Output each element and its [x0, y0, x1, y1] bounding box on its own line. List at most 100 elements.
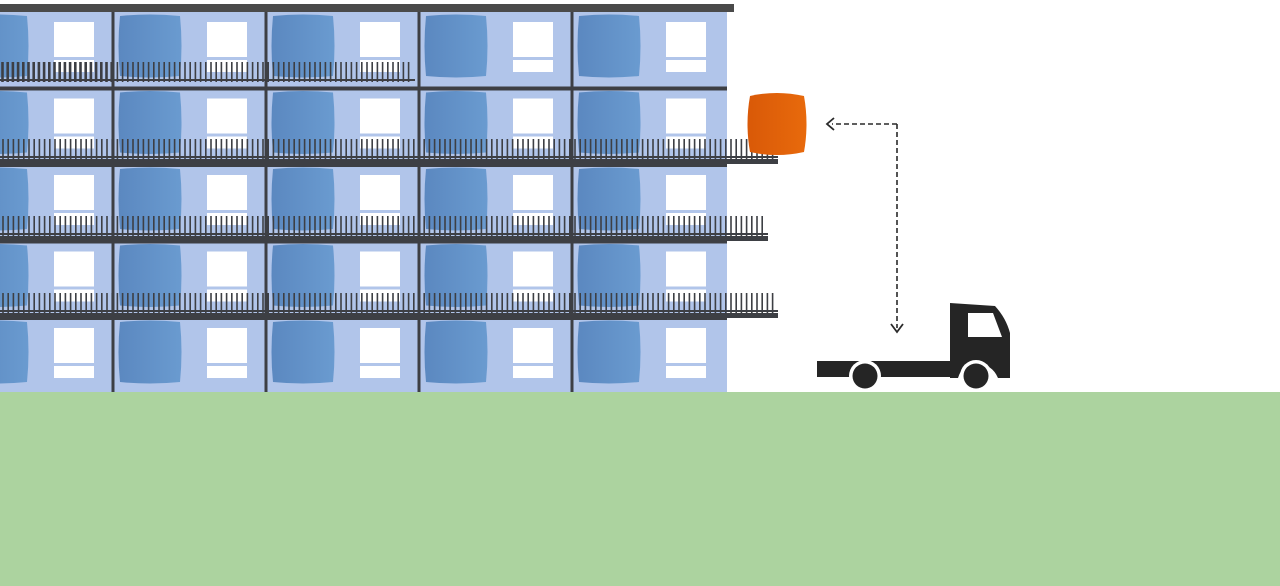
window-sill [54, 210, 94, 213]
railing-pickets [1, 62, 112, 82]
wall-panel [424, 167, 488, 231]
wall-panel [0, 91, 29, 154]
wall-panel [118, 167, 182, 231]
wall-panel [271, 320, 335, 384]
window [666, 22, 706, 72]
window [360, 328, 400, 378]
flatbed-truck-icon [817, 303, 1010, 392]
wall-panel [118, 320, 182, 384]
window-sill [513, 210, 553, 213]
balcony-slab [0, 236, 768, 241]
window-sill [54, 57, 94, 60]
balcony-slab [0, 159, 778, 164]
window [360, 175, 400, 225]
railing-bar [0, 156, 778, 158]
window-sill [360, 363, 400, 366]
window-sill [207, 57, 247, 60]
balcony-railing [0, 293, 778, 318]
truck-deck [817, 361, 955, 371]
window [54, 328, 94, 378]
balcony-railing [0, 62, 415, 82]
floor-slab [0, 163, 727, 167]
window [666, 328, 706, 378]
window [360, 98, 400, 149]
truck-chassis [817, 371, 955, 377]
wall-panel [271, 244, 335, 307]
window-sill [360, 210, 400, 213]
window [513, 328, 553, 378]
window-sill [666, 57, 706, 60]
window-sill [360, 286, 400, 290]
wall-panel [577, 91, 641, 154]
balconies [0, 62, 778, 318]
wall-panel [577, 320, 641, 384]
railing-pickets [2, 293, 774, 313]
wall-panel [424, 320, 488, 384]
window-sill [54, 286, 94, 290]
frame-column [417, 12, 421, 392]
window-sill [666, 133, 706, 137]
wall-panel [118, 91, 182, 154]
wall-panel [0, 14, 29, 78]
module-block-icon [747, 93, 807, 155]
arrow-line [832, 123, 898, 328]
balcony-slab [0, 313, 778, 318]
window [513, 22, 553, 72]
wall-panel [118, 14, 182, 78]
wall-panel [0, 320, 29, 384]
window-sill [666, 286, 706, 290]
truck-window [968, 313, 1002, 337]
wheel [963, 363, 989, 389]
window-sill [513, 286, 553, 290]
wall-panel [118, 244, 182, 307]
arrow-head-down [890, 323, 904, 334]
railing-pickets [2, 62, 410, 82]
railing-pickets [2, 216, 763, 236]
window-sill [207, 210, 247, 213]
wall-panel [577, 14, 641, 78]
window [207, 328, 247, 378]
window-sill [207, 133, 247, 137]
wall-panel [0, 167, 29, 231]
balcony-railing [0, 139, 778, 164]
wall-panel [424, 14, 488, 78]
balcony-railing [1, 62, 112, 82]
balcony-railing [0, 216, 768, 241]
window-sill [513, 133, 553, 137]
window [360, 22, 400, 72]
railing-bar [0, 310, 778, 312]
railing-pickets [2, 139, 774, 159]
frame-column [111, 12, 115, 392]
floor-slab [0, 86, 727, 91]
building-roof [0, 4, 734, 12]
window-sill [666, 210, 706, 213]
dashed-lift-arrow-icon [825, 117, 904, 334]
window [360, 251, 400, 302]
window-sill [360, 133, 400, 137]
window-sill [207, 363, 247, 366]
window-sill [360, 57, 400, 60]
window-sill [513, 363, 553, 366]
wheel [852, 363, 878, 389]
frame-column [570, 12, 574, 392]
wall-panel [271, 14, 335, 78]
wall-panel [0, 244, 29, 307]
window-sill [54, 133, 94, 137]
ground [0, 392, 1280, 586]
window-sill [666, 363, 706, 366]
wall-panel [577, 244, 641, 307]
wall-panel [577, 167, 641, 231]
railing-bar [0, 79, 415, 81]
wall-panel [271, 167, 335, 231]
wall-panel [424, 91, 488, 154]
wall-panel [424, 244, 488, 307]
floor-slab [0, 239, 727, 244]
window-sill [54, 363, 94, 366]
arrow-head-left [825, 117, 835, 131]
window-sill [207, 286, 247, 290]
frame-column [264, 12, 268, 392]
window-sill [513, 57, 553, 60]
railing-bar [0, 233, 768, 235]
wall-panel [271, 91, 335, 154]
